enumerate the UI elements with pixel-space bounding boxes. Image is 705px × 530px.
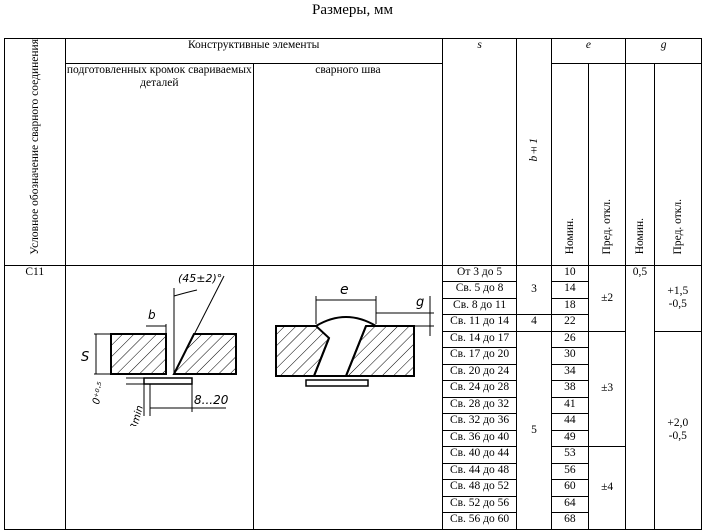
s-range: Св. 14 до 17 [441, 330, 518, 349]
e-nom: 56 [550, 462, 589, 481]
s-range: Св. 5 до 8 [441, 281, 518, 299]
header-g: g [625, 37, 702, 65]
s-range: Св. 52 до 56 [441, 495, 518, 514]
header-g-nom: Номин. [625, 63, 655, 266]
gap-label: 0⁺⁰·⁵ [91, 381, 108, 406]
e-tol: ±3 [587, 330, 627, 448]
weld-dimensions-table: Условное обозначение сварного соединения… [4, 37, 703, 530]
angle-label: (45±2)° [178, 272, 222, 285]
edges-drawing: (45±2)° b S 0⁺⁰·⁵ 3min 8. [64, 264, 255, 530]
joint-symbol: С11 [4, 264, 66, 530]
g-label: g [416, 295, 424, 310]
weld-seam-svg: e g [275, 282, 435, 387]
s-range: Св. 24 до 28 [441, 380, 518, 398]
header-e-nom: Номин. [550, 63, 589, 266]
b-value: 5 [516, 330, 552, 530]
range-label: 8...20 [194, 393, 229, 407]
s-range: Св. 48 до 52 [441, 479, 518, 497]
e-nom: 53 [550, 446, 589, 464]
e-nom: 30 [550, 347, 589, 365]
s-range: Св. 56 до 60 [441, 512, 518, 530]
g-tol: +2,0-0,5 [653, 330, 703, 530]
header-b: b±1 [516, 38, 552, 266]
e-nom: 44 [550, 413, 589, 431]
e-nom: 49 [550, 429, 589, 448]
weld-drawing: e g [253, 264, 443, 530]
b-value: 3 [516, 264, 552, 316]
header-weld: сварного шва [253, 63, 443, 266]
edge-preparation-svg: (45±2)° b S 0⁺⁰·⁵ 3min 8. [81, 272, 237, 431]
g-nom: 0,5 [625, 264, 655, 530]
header-symbol: Условное обозначение сварного соединения [4, 38, 66, 266]
s-range: Св. 11 до 14 [441, 314, 518, 332]
e-nom: 34 [550, 363, 589, 382]
e-nom: 60 [550, 479, 589, 497]
s-range: Св. 28 до 32 [441, 396, 518, 415]
s-range: Св. 36 до 40 [441, 429, 518, 448]
s-range: Св. 17 до 20 [441, 347, 518, 365]
s-range: Св. 44 до 48 [441, 462, 518, 481]
e-nom: 10 [550, 264, 589, 283]
e-nom: 38 [550, 380, 589, 398]
e-tol: ±4 [587, 446, 627, 530]
e-tol: ±2 [587, 264, 627, 332]
e-nom: 68 [550, 512, 589, 530]
header-e: e [550, 37, 627, 65]
header-e-tol: Пред. откл. [587, 63, 627, 266]
e-nom: 14 [550, 281, 589, 299]
e-nom: 64 [550, 495, 589, 514]
header-edges: подготовленных кромок свариваемых детале… [64, 63, 255, 266]
e-nom: 22 [550, 314, 589, 332]
s-range: От 3 до 5 [441, 264, 518, 283]
header-elements: Конструктивные элементы [64, 37, 443, 65]
b-label: b [148, 308, 156, 322]
b-value: 4 [516, 314, 552, 332]
e-nom: 41 [550, 396, 589, 415]
e-nom: 26 [550, 330, 589, 349]
header-s: s [441, 38, 518, 266]
header-g-tol: Пред. откл. [653, 63, 703, 266]
s-range: Св. 20 до 24 [441, 363, 518, 382]
s-label: S [81, 350, 89, 365]
g-tol: +1,5-0,5 [653, 264, 703, 332]
e-label: e [340, 282, 349, 298]
s-range: Св. 40 до 44 [441, 446, 518, 464]
table-caption: Размеры, мм [312, 2, 393, 18]
s-range: Св. 32 до 36 [441, 413, 518, 431]
min-label: 3min [129, 404, 146, 426]
s-range: Св. 8 до 11 [441, 297, 518, 316]
e-nom: 18 [550, 297, 589, 316]
